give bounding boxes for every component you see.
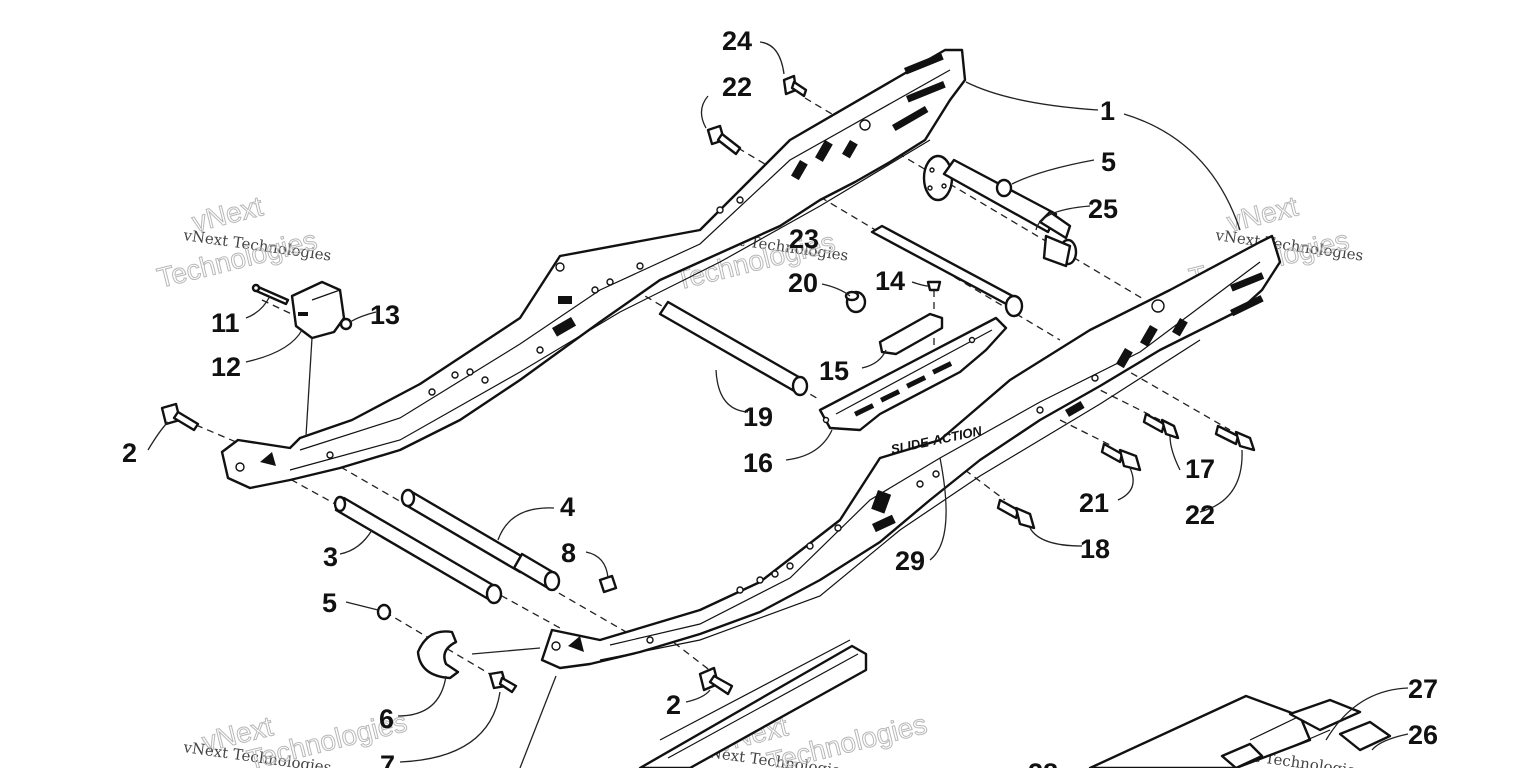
nut-5-bottom	[376, 603, 392, 621]
callout-2-bottom: 2	[666, 690, 681, 720]
bolt-22-right	[1214, 424, 1256, 452]
callout-22-top: 22	[722, 72, 752, 102]
callout-2-left: 2	[122, 438, 137, 468]
nut-13	[339, 317, 353, 331]
bolt-2-left	[160, 402, 200, 432]
bolt-7	[488, 670, 518, 694]
bushing-20	[844, 290, 867, 314]
callout-19: 19	[743, 402, 773, 432]
pin-11	[251, 283, 290, 306]
callout-14: 14	[875, 266, 905, 296]
bolt-17	[1142, 412, 1180, 440]
callout-5-bottom: 5	[322, 588, 337, 618]
callout-17: 17	[1185, 454, 1215, 484]
callout-22-right: 22	[1185, 500, 1215, 530]
cross-shaft-4	[400, 488, 561, 592]
callout-4: 4	[560, 492, 575, 522]
fasteners	[160, 74, 1256, 696]
bracket-16	[818, 316, 1008, 432]
track-assembly-lower-right	[1088, 694, 1392, 768]
callout-12: 12	[211, 352, 241, 382]
callout-11: 11	[211, 308, 240, 338]
callout-6: 6	[379, 704, 394, 734]
callout-1: 1	[1100, 96, 1115, 126]
callout-labels: 24 22 1 5 25 23 20 14 11 13 12 15 19 2 1…	[122, 26, 1438, 768]
cross-shaft-3	[333, 495, 503, 605]
callout-18: 18	[1080, 534, 1110, 564]
watermark-bottom-left: vNext vNext Technologies Technologies	[181, 706, 410, 768]
bolt-22-top	[706, 124, 742, 156]
bolt-21	[1100, 442, 1142, 472]
callout-24: 24	[722, 26, 752, 56]
callout-leaders	[147, 41, 1409, 768]
cam-block-6	[416, 630, 460, 680]
callout-27: 27	[1408, 674, 1438, 704]
screw-14	[926, 280, 942, 292]
callout-13: 13	[370, 300, 400, 330]
callout-5-top: 5	[1101, 147, 1116, 177]
right-side-rail: SLIDE-ACTION	[540, 234, 1282, 670]
callout-28: 28	[1028, 758, 1058, 768]
callout-3: 3	[323, 542, 338, 572]
bracket-15	[878, 312, 944, 356]
bolt-18	[996, 498, 1036, 530]
watermark-top-left: vNext vNext Technologies Technologies	[153, 190, 332, 294]
bumper-block-12	[290, 280, 346, 340]
bushing-8	[598, 574, 618, 594]
cross-shaft-23	[870, 224, 1024, 318]
callout-8: 8	[561, 538, 576, 568]
callout-26: 26	[1408, 720, 1438, 750]
callout-21: 21	[1079, 488, 1109, 518]
callout-23: 23	[789, 224, 819, 254]
nut-5-top	[995, 178, 1013, 198]
callout-25: 25	[1088, 194, 1118, 224]
bolt-24	[782, 74, 808, 98]
cross-shaft-19	[658, 300, 809, 397]
bolt-2-bottom	[698, 666, 734, 696]
callout-20: 20	[788, 268, 818, 298]
callout-15: 15	[819, 356, 849, 386]
watermark-group: vNext vNext Technologies Technologies vN…	[153, 190, 1364, 768]
callout-16: 16	[743, 448, 773, 478]
callout-7: 7	[380, 750, 395, 768]
callout-29: 29	[895, 546, 925, 576]
rear-axle-25	[922, 154, 1078, 268]
slide-rail-lower	[638, 639, 868, 768]
left-side-rail	[220, 48, 967, 490]
